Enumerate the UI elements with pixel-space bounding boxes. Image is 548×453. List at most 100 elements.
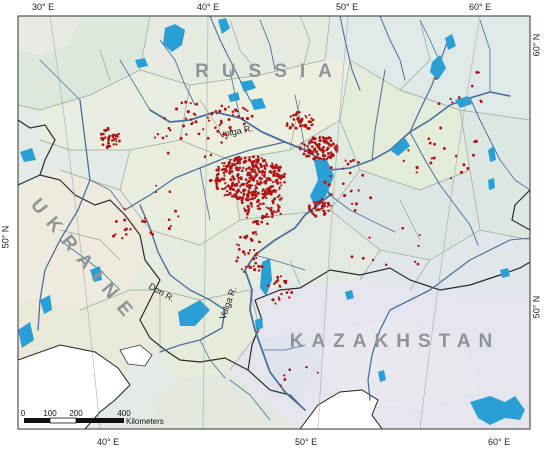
occurrence-point <box>245 167 248 171</box>
occurrence-point <box>231 170 234 173</box>
occurrence-point <box>257 269 261 272</box>
occurrence-point <box>225 133 228 136</box>
occurrence-point <box>231 181 235 185</box>
occurrence-point <box>228 167 231 171</box>
occurrence-point <box>248 265 252 270</box>
occurrence-point <box>288 296 291 299</box>
occurrence-point <box>346 162 350 166</box>
occurrence-point <box>308 140 311 144</box>
occurrence-point <box>265 196 268 200</box>
occurrence-point <box>402 159 405 163</box>
grat-top-40e: 40° E <box>197 2 220 12</box>
occurrence-point <box>256 200 260 204</box>
occurrence-point <box>276 208 280 212</box>
occurrence-point <box>253 268 257 272</box>
occurrence-point <box>112 234 116 238</box>
occurrence-point <box>266 222 269 226</box>
occurrence-point <box>418 234 421 237</box>
occurrence-point <box>276 275 280 279</box>
occurrence-point <box>269 186 273 189</box>
occurrence-point <box>276 195 279 199</box>
occurrence-point <box>102 132 105 136</box>
occurrence-point <box>249 174 252 177</box>
occurrence-point <box>231 162 234 165</box>
occurrence-point <box>271 199 275 203</box>
occurrence-point <box>327 209 330 212</box>
occurrence-point <box>222 133 226 136</box>
occurrence-point <box>222 171 226 175</box>
rybinsk-reservoir <box>250 98 266 110</box>
occurrence-point <box>305 155 308 158</box>
occurrence-point <box>310 151 314 155</box>
occurrence-point <box>223 187 226 190</box>
occurrence-point <box>248 183 252 187</box>
occurrence-point <box>265 163 269 167</box>
occurrence-point <box>329 139 333 143</box>
occurrence-point <box>466 167 470 170</box>
occurrence-point <box>167 126 171 130</box>
occurrence-point <box>241 117 244 120</box>
occurrence-point <box>237 155 241 159</box>
occurrence-point <box>415 171 418 174</box>
occurrence-point <box>255 233 258 236</box>
occurrence-point <box>143 219 147 224</box>
kama-river <box>329 91 511 171</box>
scale-tick-200: 200 <box>69 409 83 418</box>
occurrence-point <box>223 194 226 197</box>
occurrence-point <box>226 185 229 188</box>
occurrence-point <box>331 142 335 146</box>
occurrence-point <box>259 180 262 183</box>
occurrence-point <box>210 112 214 116</box>
occurrence-point <box>357 189 360 192</box>
occurrence-point <box>243 188 247 192</box>
occurrence-point <box>348 171 352 175</box>
occurrence-point <box>240 197 244 201</box>
occurrence-point <box>307 154 311 158</box>
occurrence-point <box>218 123 222 127</box>
occurrence-point <box>349 160 353 163</box>
occurrence-point <box>270 190 274 194</box>
occurrence-point <box>326 142 330 145</box>
occurrence-points <box>99 70 483 387</box>
occurrence-point <box>259 164 263 168</box>
occurrence-point <box>156 132 160 136</box>
occurrence-point <box>309 120 313 124</box>
occurrence-point <box>241 106 245 110</box>
occurrence-point <box>254 187 257 190</box>
occurrence-point <box>271 185 275 188</box>
occurrence-point <box>244 129 248 132</box>
occurrence-point <box>416 262 420 266</box>
occurrence-point <box>361 173 365 177</box>
occurrence-point <box>267 207 270 210</box>
occurrence-point <box>237 179 240 182</box>
occurrence-point <box>434 77 438 80</box>
grat-bottom-50e: 50° E <box>295 437 318 447</box>
occurrence-point <box>143 217 146 220</box>
occurrence-point <box>251 165 255 168</box>
occurrence-point <box>250 168 253 172</box>
occurrence-point <box>417 244 420 248</box>
grat-bottom-40e: 40° E <box>97 437 120 447</box>
occurrence-point <box>169 224 172 228</box>
grat-left-50n: 50° N <box>0 225 11 249</box>
occurrence-point <box>239 235 242 239</box>
occurrence-point <box>242 160 246 164</box>
occurrence-point <box>233 193 236 196</box>
occurrence-point <box>307 204 311 208</box>
occurrence-point <box>250 184 254 187</box>
occurrence-point <box>114 137 117 140</box>
occurrence-point <box>101 143 105 147</box>
occurrence-point <box>279 212 282 216</box>
occurrence-point <box>181 124 186 128</box>
occurrence-point <box>251 176 254 180</box>
occurrence-point <box>246 173 250 177</box>
ural-river <box>367 259 471 401</box>
occurrence-point <box>308 113 311 117</box>
occurrence-point <box>432 156 436 160</box>
occurrence-point <box>153 136 157 139</box>
occurrence-point <box>265 213 269 216</box>
occurrence-point <box>271 180 274 184</box>
occurrence-point <box>307 151 311 155</box>
occurrence-point <box>195 102 199 106</box>
scale-tick-0: 0 <box>21 409 26 418</box>
